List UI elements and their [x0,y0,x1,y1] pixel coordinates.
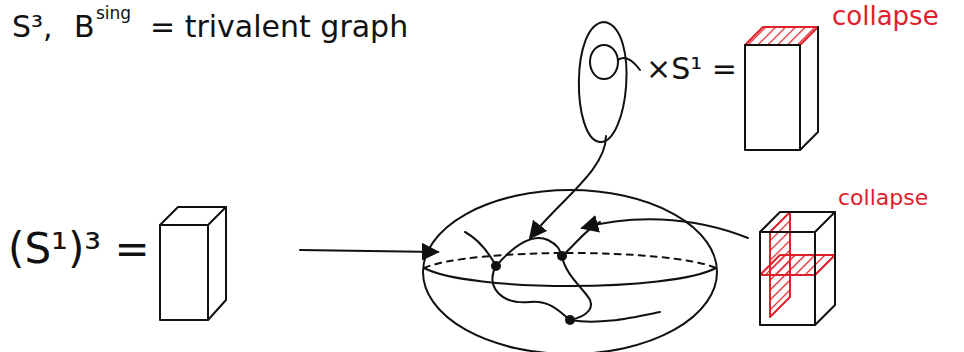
annotation: collapse [832,2,939,31]
collapse-box [745,27,818,150]
symbol-text: (S¹)³ = [8,226,150,272]
sphere [423,190,717,352]
solid-torus [530,22,640,238]
collapse-cube [582,212,835,325]
symbol-text: B [74,10,95,43]
symbol-text: ×S¹ = [646,52,737,85]
arrow [300,250,438,252]
symbol-text: S³, [12,10,53,43]
cube [160,207,226,320]
handwritten-text: = trivalent graph [150,10,408,43]
annotation: collapse [838,186,928,210]
superscript: sing [96,4,131,23]
trivalent-graph [465,222,660,324]
